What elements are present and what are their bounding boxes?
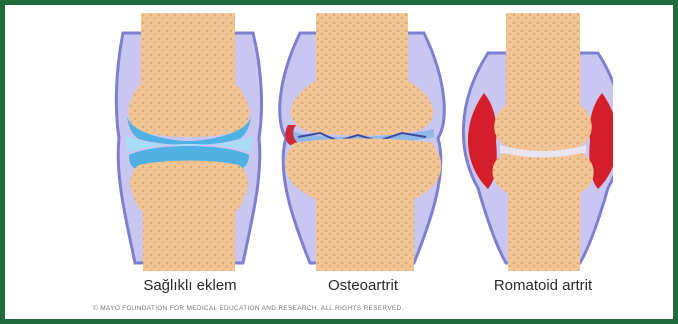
joint-illustrations (93, 13, 613, 283)
joint-comparison-panel: Sağlıklı eklem Osteoartrit Romatoid artr… (93, 13, 613, 313)
rheumatoid-arthritis-joint-illustration (463, 13, 613, 271)
upper-bone (494, 13, 592, 152)
osteoarthritis-joint-illustration (280, 13, 445, 271)
healthy-joint-illustration (116, 13, 261, 271)
upper-bone (129, 13, 249, 137)
label-rheumatoid-arthritis: Romatoid artrit (463, 277, 623, 294)
label-osteoarthritis: Osteoartrit (283, 277, 443, 294)
copyright-notice: © MAYO FOUNDATION FOR MEDICAL EDUCATION … (93, 305, 513, 312)
lower-bone (130, 161, 247, 272)
label-healthy-joint: Sağlıklı eklem (110, 277, 270, 294)
